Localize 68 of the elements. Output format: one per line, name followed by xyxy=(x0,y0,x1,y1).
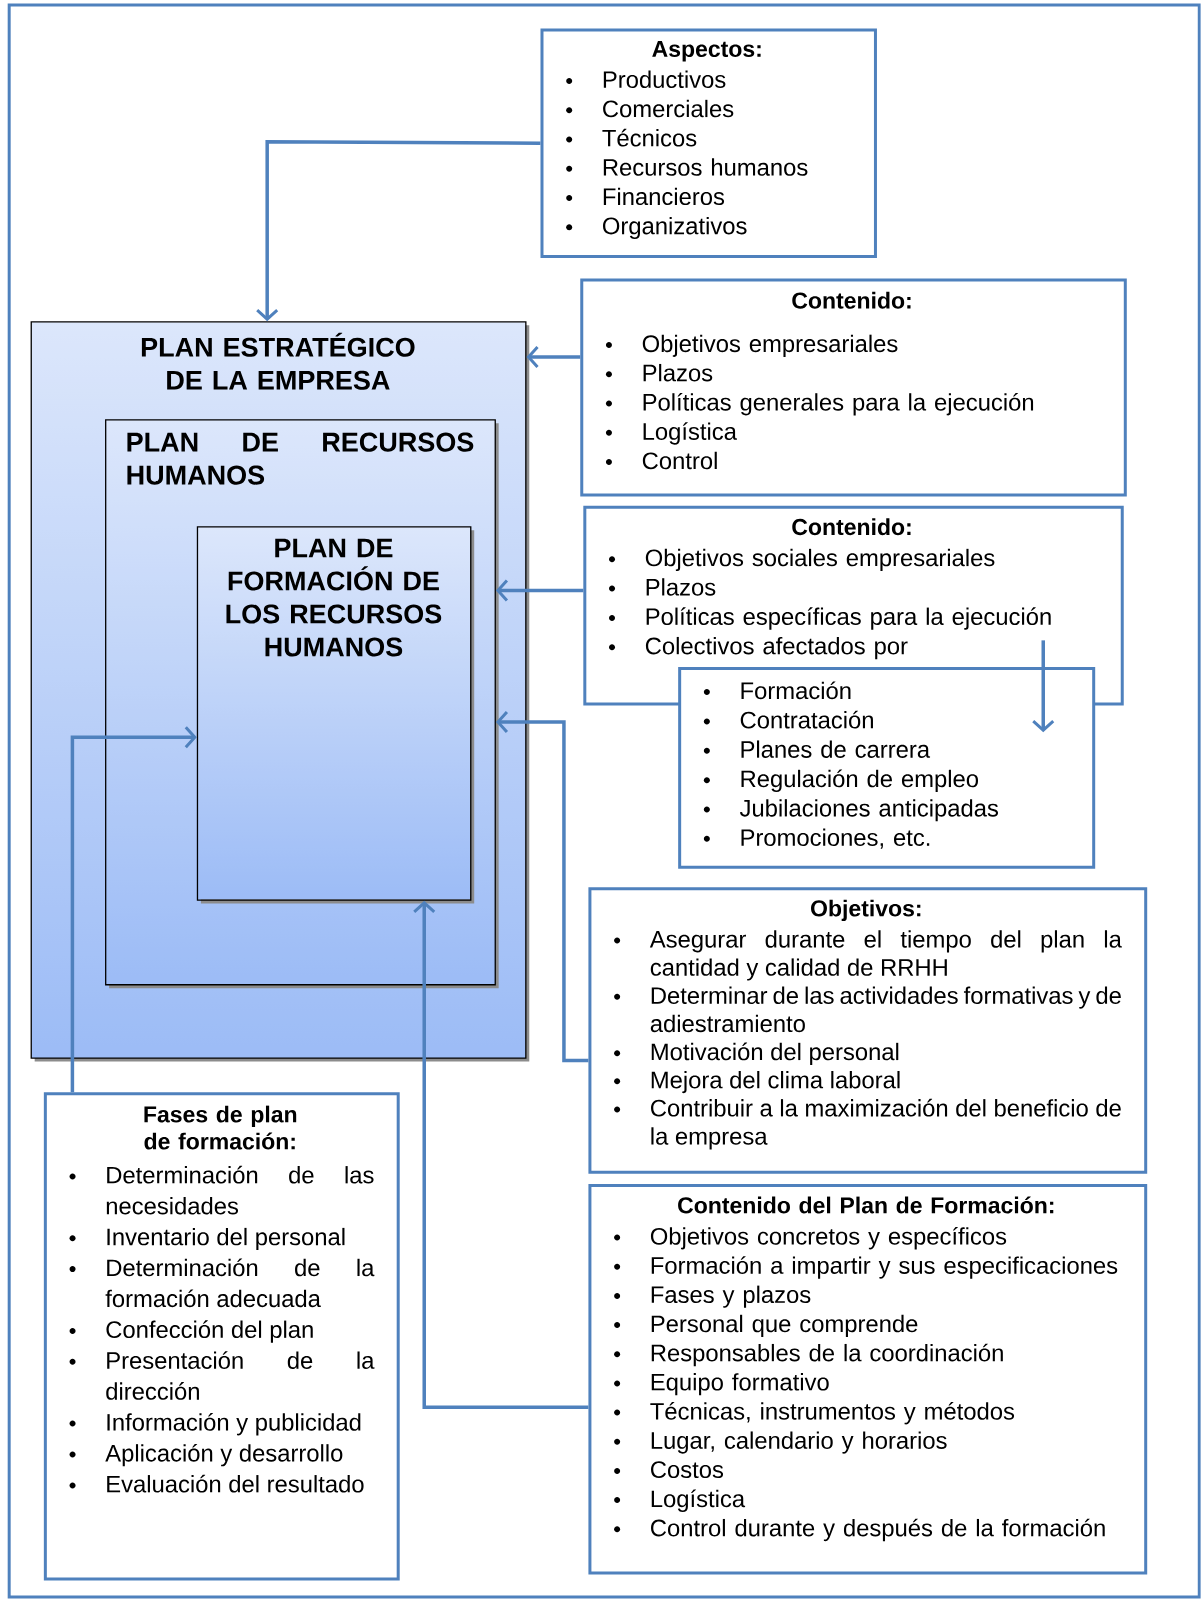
list-item: Promociones, etc. xyxy=(703,828,930,849)
plan-title: PLAN DE FORMACIÓN DE LOS RECURSOS HUMANOS xyxy=(226,538,442,657)
list-item: Costos xyxy=(613,1461,723,1479)
arrow xyxy=(526,345,581,368)
list-item: Organizativos xyxy=(566,216,747,240)
list-item: Regulación de empleo xyxy=(703,769,978,792)
list-item: Planes de carrera xyxy=(703,740,930,758)
box-heading: Objetivos: xyxy=(810,899,921,922)
box-heading: Contenido: xyxy=(792,291,911,309)
list-item: Mejora del clima laboral xyxy=(613,1070,900,1094)
list-item: Motivación del personal xyxy=(613,1042,899,1065)
list-item: Determinación de las necesidades xyxy=(69,1165,374,1215)
list-item: Contratación xyxy=(703,710,873,729)
list-box xyxy=(580,278,1127,497)
list-item: Técnicos xyxy=(566,128,697,147)
box-heading: Contenido del Plan de Formación: xyxy=(677,1196,1054,1214)
list-item: Plazos xyxy=(608,578,716,596)
arrow xyxy=(495,711,589,1063)
list-item: Asegurar durante el tiempo del plan la cantidad y calidad de RRHH xyxy=(613,930,1122,981)
list-item: Logística xyxy=(605,422,737,445)
list-item: Confección del plan xyxy=(69,1320,313,1343)
list-item: Productivos xyxy=(566,70,726,89)
list-item: Logística xyxy=(613,1489,745,1512)
list-item: Equipo formativo xyxy=(613,1373,829,1396)
list-item: Evaluación del resultado xyxy=(69,1474,364,1493)
list-box xyxy=(588,887,1148,1174)
box-heading: Fases de plan de formación: xyxy=(144,1105,297,1150)
list-item: Políticas generales para la ejecución xyxy=(605,392,1033,416)
plan-title: PLAN ESTRATÉGICO DE LA EMPRESA xyxy=(141,332,415,390)
list-item: Personal que comprende xyxy=(613,1314,918,1337)
list-item: Determinación de la formación adecuada xyxy=(69,1258,375,1308)
list-box xyxy=(43,1092,400,1581)
list-item: Objetivos sociales empresariales xyxy=(608,548,995,572)
list-item: Políticas específicas para la ejecución xyxy=(608,607,1051,630)
arrow xyxy=(413,900,589,1410)
list-box xyxy=(588,1183,1148,1575)
list-item: Inventario del personal xyxy=(69,1227,345,1251)
list-item: Contribuir a la maximización del beneficio de la empresa xyxy=(613,1098,1121,1150)
arrow xyxy=(256,140,541,322)
list-item: Control xyxy=(605,451,717,470)
box-heading: Aspectos: xyxy=(652,41,761,62)
list-item: Jubilaciones anticipadas xyxy=(703,799,998,822)
list-item: Aplicación y desarrollo xyxy=(69,1443,343,1467)
list-item: Responsables de la coordinación xyxy=(613,1343,1003,1367)
list-item: Presentación de la dirección xyxy=(69,1351,375,1400)
list-item: Objetivos empresariales xyxy=(605,334,898,357)
list-item: Información y publicidad xyxy=(69,1413,361,1436)
arrow xyxy=(1032,640,1055,733)
box-heading: Contenido: xyxy=(792,518,911,536)
list-item: Técnicas, instrumentos y métodos xyxy=(613,1402,1014,1425)
arrow xyxy=(495,579,584,602)
list-item: Lugar, calendario y horarios xyxy=(613,1431,947,1454)
plan-box xyxy=(196,526,475,904)
list-item: Fases y plazos xyxy=(613,1285,811,1308)
list-item: Plazos xyxy=(605,363,713,382)
arrow xyxy=(70,726,197,1093)
list-item: Formación xyxy=(703,681,851,700)
list-box xyxy=(540,28,877,258)
list-item: Recursos humanos xyxy=(566,158,808,176)
list-item: Colectivos afectados por xyxy=(608,636,908,660)
plan-title: PLAN DE RECURSOS HUMANOS xyxy=(127,432,474,485)
list-item: Control durante y después de la formación xyxy=(613,1518,1105,1542)
list-item: Formación a impartir y sus especificaciones xyxy=(613,1256,1118,1279)
list-item: Comerciales xyxy=(566,99,734,118)
list-item: Determinar de las actividades formativas y de adiestramiento xyxy=(613,986,1121,1033)
list-item: Objetivos concretos y específicos xyxy=(613,1227,1006,1250)
list-item: Financieros xyxy=(566,187,724,206)
list-box xyxy=(678,666,1096,869)
